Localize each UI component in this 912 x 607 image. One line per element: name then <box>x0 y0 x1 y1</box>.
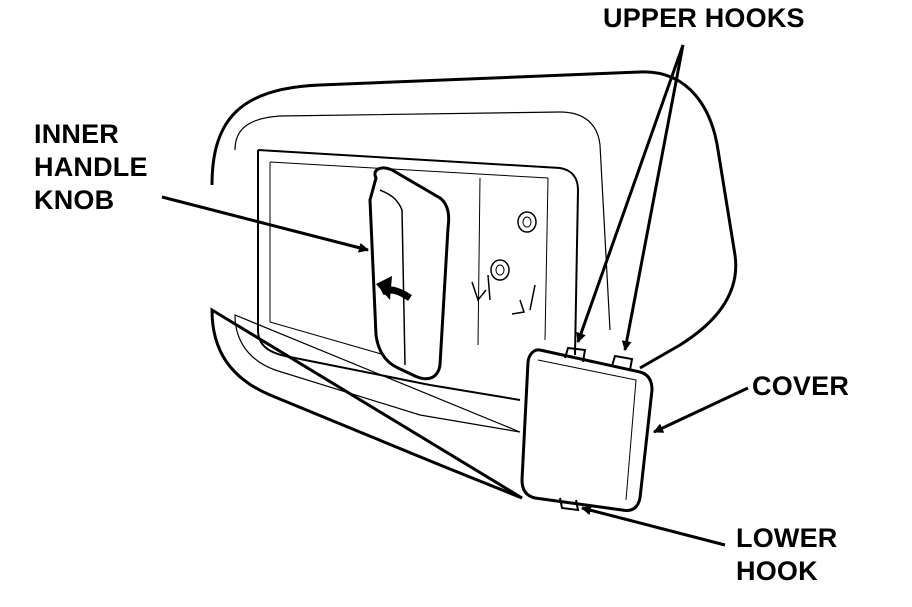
arrow-cover <box>653 386 749 434</box>
upper-hook-left <box>564 346 587 363</box>
lower-hook-shape <box>559 497 580 512</box>
trim-outer-outline <box>210 70 738 500</box>
cover-inner-edge <box>537 359 637 501</box>
arrow-upper-hook-left <box>576 44 685 343</box>
label-inner-handle-knob: INNER HANDLE KNOB <box>34 118 148 217</box>
label-upper-hooks: UPPER HOOKS <box>603 3 805 33</box>
arrow-upper-hook-right <box>621 44 685 351</box>
recess-frame <box>257 149 580 401</box>
label-inner-handle-knob-line1: INNER <box>34 119 120 149</box>
label-cover: COVER <box>752 371 850 401</box>
label-lower-hook-line2: HOOK <box>736 556 818 586</box>
inner-handle-knob-edge <box>379 189 406 366</box>
arrow-lower-hook <box>581 505 726 547</box>
recess-interior-line <box>477 177 481 346</box>
knob-pull-arrow-head <box>376 276 392 300</box>
label-inner-handle-knob-line2: HANDLE <box>34 152 148 182</box>
screw-hole-lower-inner <box>495 264 505 276</box>
inner-handle-knob-shape <box>368 166 451 381</box>
cover-shape <box>520 348 654 512</box>
trim-inner-ridge <box>234 111 611 433</box>
label-inner-handle-knob-line3: KNOB <box>34 185 115 215</box>
screw-hole-lower <box>490 259 510 281</box>
label-lower-hook-line1: LOWER <box>736 523 838 553</box>
clip-detail <box>471 274 536 315</box>
arrow-inner-handle-knob <box>161 195 369 253</box>
upper-hook-right <box>611 354 634 371</box>
recess-inner-frame <box>269 161 549 369</box>
label-lower-hook: LOWER HOOK <box>736 522 838 588</box>
screw-hole-upper-inner <box>522 216 532 228</box>
screw-hole-upper <box>517 211 537 233</box>
